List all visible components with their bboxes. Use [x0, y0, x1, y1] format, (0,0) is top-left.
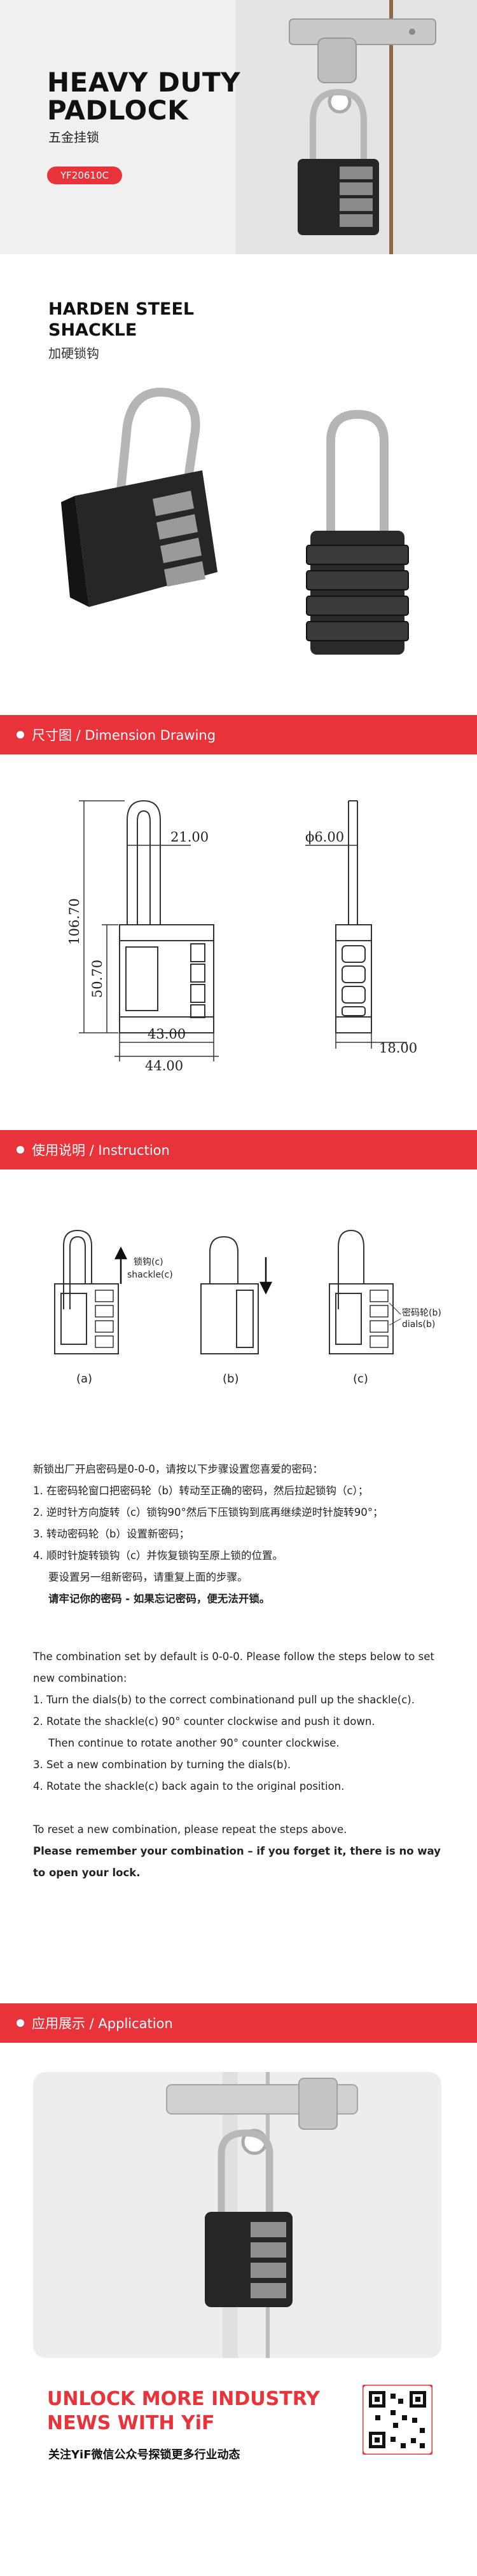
cn-warning: 请牢记你的密码 - 如果忘记密码，便无法开锁。: [48, 1593, 270, 1605]
dim-overall-width: 44.00: [145, 1058, 183, 1073]
dim-body-width: 43.00: [148, 1026, 186, 1042]
dim-shackle-diameter: ϕ6.00: [305, 829, 344, 845]
dimension-header-bar: 尺寸图 / Dimension Drawing: [0, 715, 477, 754]
application-header-bar: 应用展示 / Application: [0, 2003, 477, 2043]
cn-intro: 新锁出厂开启密码是0-0-0，请按以下步骤设置您喜爱的密码：: [33, 1463, 323, 1475]
application-photo: [33, 2072, 441, 2358]
label-dials-en: dials(b): [402, 1319, 435, 1330]
promo-subtitle: 关注YiF微信公众号探锁更多行业动态: [48, 2448, 240, 2462]
caption-a: (a): [76, 1372, 92, 1386]
shackle-title: HARDEN STEEL SHACKLE: [48, 299, 195, 340]
shackle-subtitle: 加硬锁钩: [48, 346, 99, 361]
en-step-3: 3. Set a new combination by turning the …: [33, 1759, 291, 1771]
en-reset: To reset a new combination, please repea…: [33, 1823, 347, 1836]
promo-title: UNLOCK MORE INDUSTRY NEWS WITH YiF: [47, 2388, 320, 2434]
label-shackle-cn: 锁钩(c): [134, 1257, 163, 1267]
dim-height-body: 50.70: [90, 960, 105, 998]
en-step-4: 4. Rotate the shackle(c) back again to t…: [33, 1780, 345, 1792]
hero-photo: [235, 0, 477, 254]
en-step-1: 1. Turn the dials(b) to the correct comb…: [33, 1694, 415, 1706]
en-step-2b: Then continue to rotate another 90° coun…: [48, 1737, 340, 1749]
angled-padlock-image: [61, 388, 218, 607]
dimension-header: 尺寸图 / Dimension Drawing: [32, 728, 216, 743]
caption-b: (b): [223, 1372, 238, 1386]
instruction-header-bar: 使用说明 / Instruction: [0, 1130, 477, 1169]
cn-step-1: 1. 在密码轮窗口把密码轮（b）转动至正确的密码，然后拉起锁钩（c）；: [33, 1485, 369, 1497]
cn-step-3: 3. 转动密码轮（b）设置新密码；: [33, 1528, 190, 1540]
en-warning: Please remember your combination – if yo…: [33, 1845, 441, 1879]
hero-title: HEAVY DUTY PADLOCK: [47, 67, 241, 126]
en-step-2a: 2. Rotate the shackle(c) 90° counter clo…: [33, 1715, 375, 1728]
qr-code-icon[interactable]: [363, 2385, 432, 2455]
application-header: 应用展示 / Application: [32, 2016, 173, 2031]
shackle-product-images: [61, 388, 409, 655]
cn-step-2: 2. 逆时针方向旋转（c）锁钩90°然后下压锁钩到底再继续逆时针旋转90°；: [33, 1506, 384, 1518]
label-shackle-en: shackle(c): [127, 1270, 173, 1280]
instruction-header: 使用说明 / Instruction: [32, 1143, 170, 1158]
en-intro: The combination set by default is 0-0-0.…: [33, 1651, 434, 1684]
cn-repeat: 要设置另一组新密码，请重复上面的步骤。: [48, 1571, 248, 1583]
label-dials-cn: 密码轮(b): [402, 1307, 441, 1318]
dim-shackle-width: 21.00: [170, 829, 209, 845]
hero-section: HEAVY DUTY PADLOCK 五金挂锁 YF20610C: [0, 0, 477, 254]
dimension-drawing: 106.70 50.70 21.00 ϕ6.00 43.00 44.00 18.…: [67, 800, 417, 1073]
front-padlock-image: [306, 409, 409, 655]
instruction-cn-text: 新锁出厂开启密码是0-0-0，请按以下步骤设置您喜爱的密码： 1. 在密码轮窗口…: [33, 1459, 453, 1610]
instruction-diagram: 锁钩(c) shackle(c) 密码轮(b) dials(b) (a) (b)…: [54, 1229, 441, 1386]
model-badge: YF20610C: [47, 167, 122, 184]
cn-step-4: 4. 顺时针旋转锁钩（c）并恢复锁钩至原上锁的位置。: [33, 1550, 284, 1562]
dim-body-depth: 18.00: [379, 1040, 417, 1056]
caption-c: (c): [353, 1372, 368, 1386]
dim-height-total: 106.70: [67, 898, 82, 944]
instruction-en-text: The combination set by default is 0-0-0.…: [33, 1646, 453, 1884]
hero-subtitle: 五金挂锁: [48, 130, 99, 145]
